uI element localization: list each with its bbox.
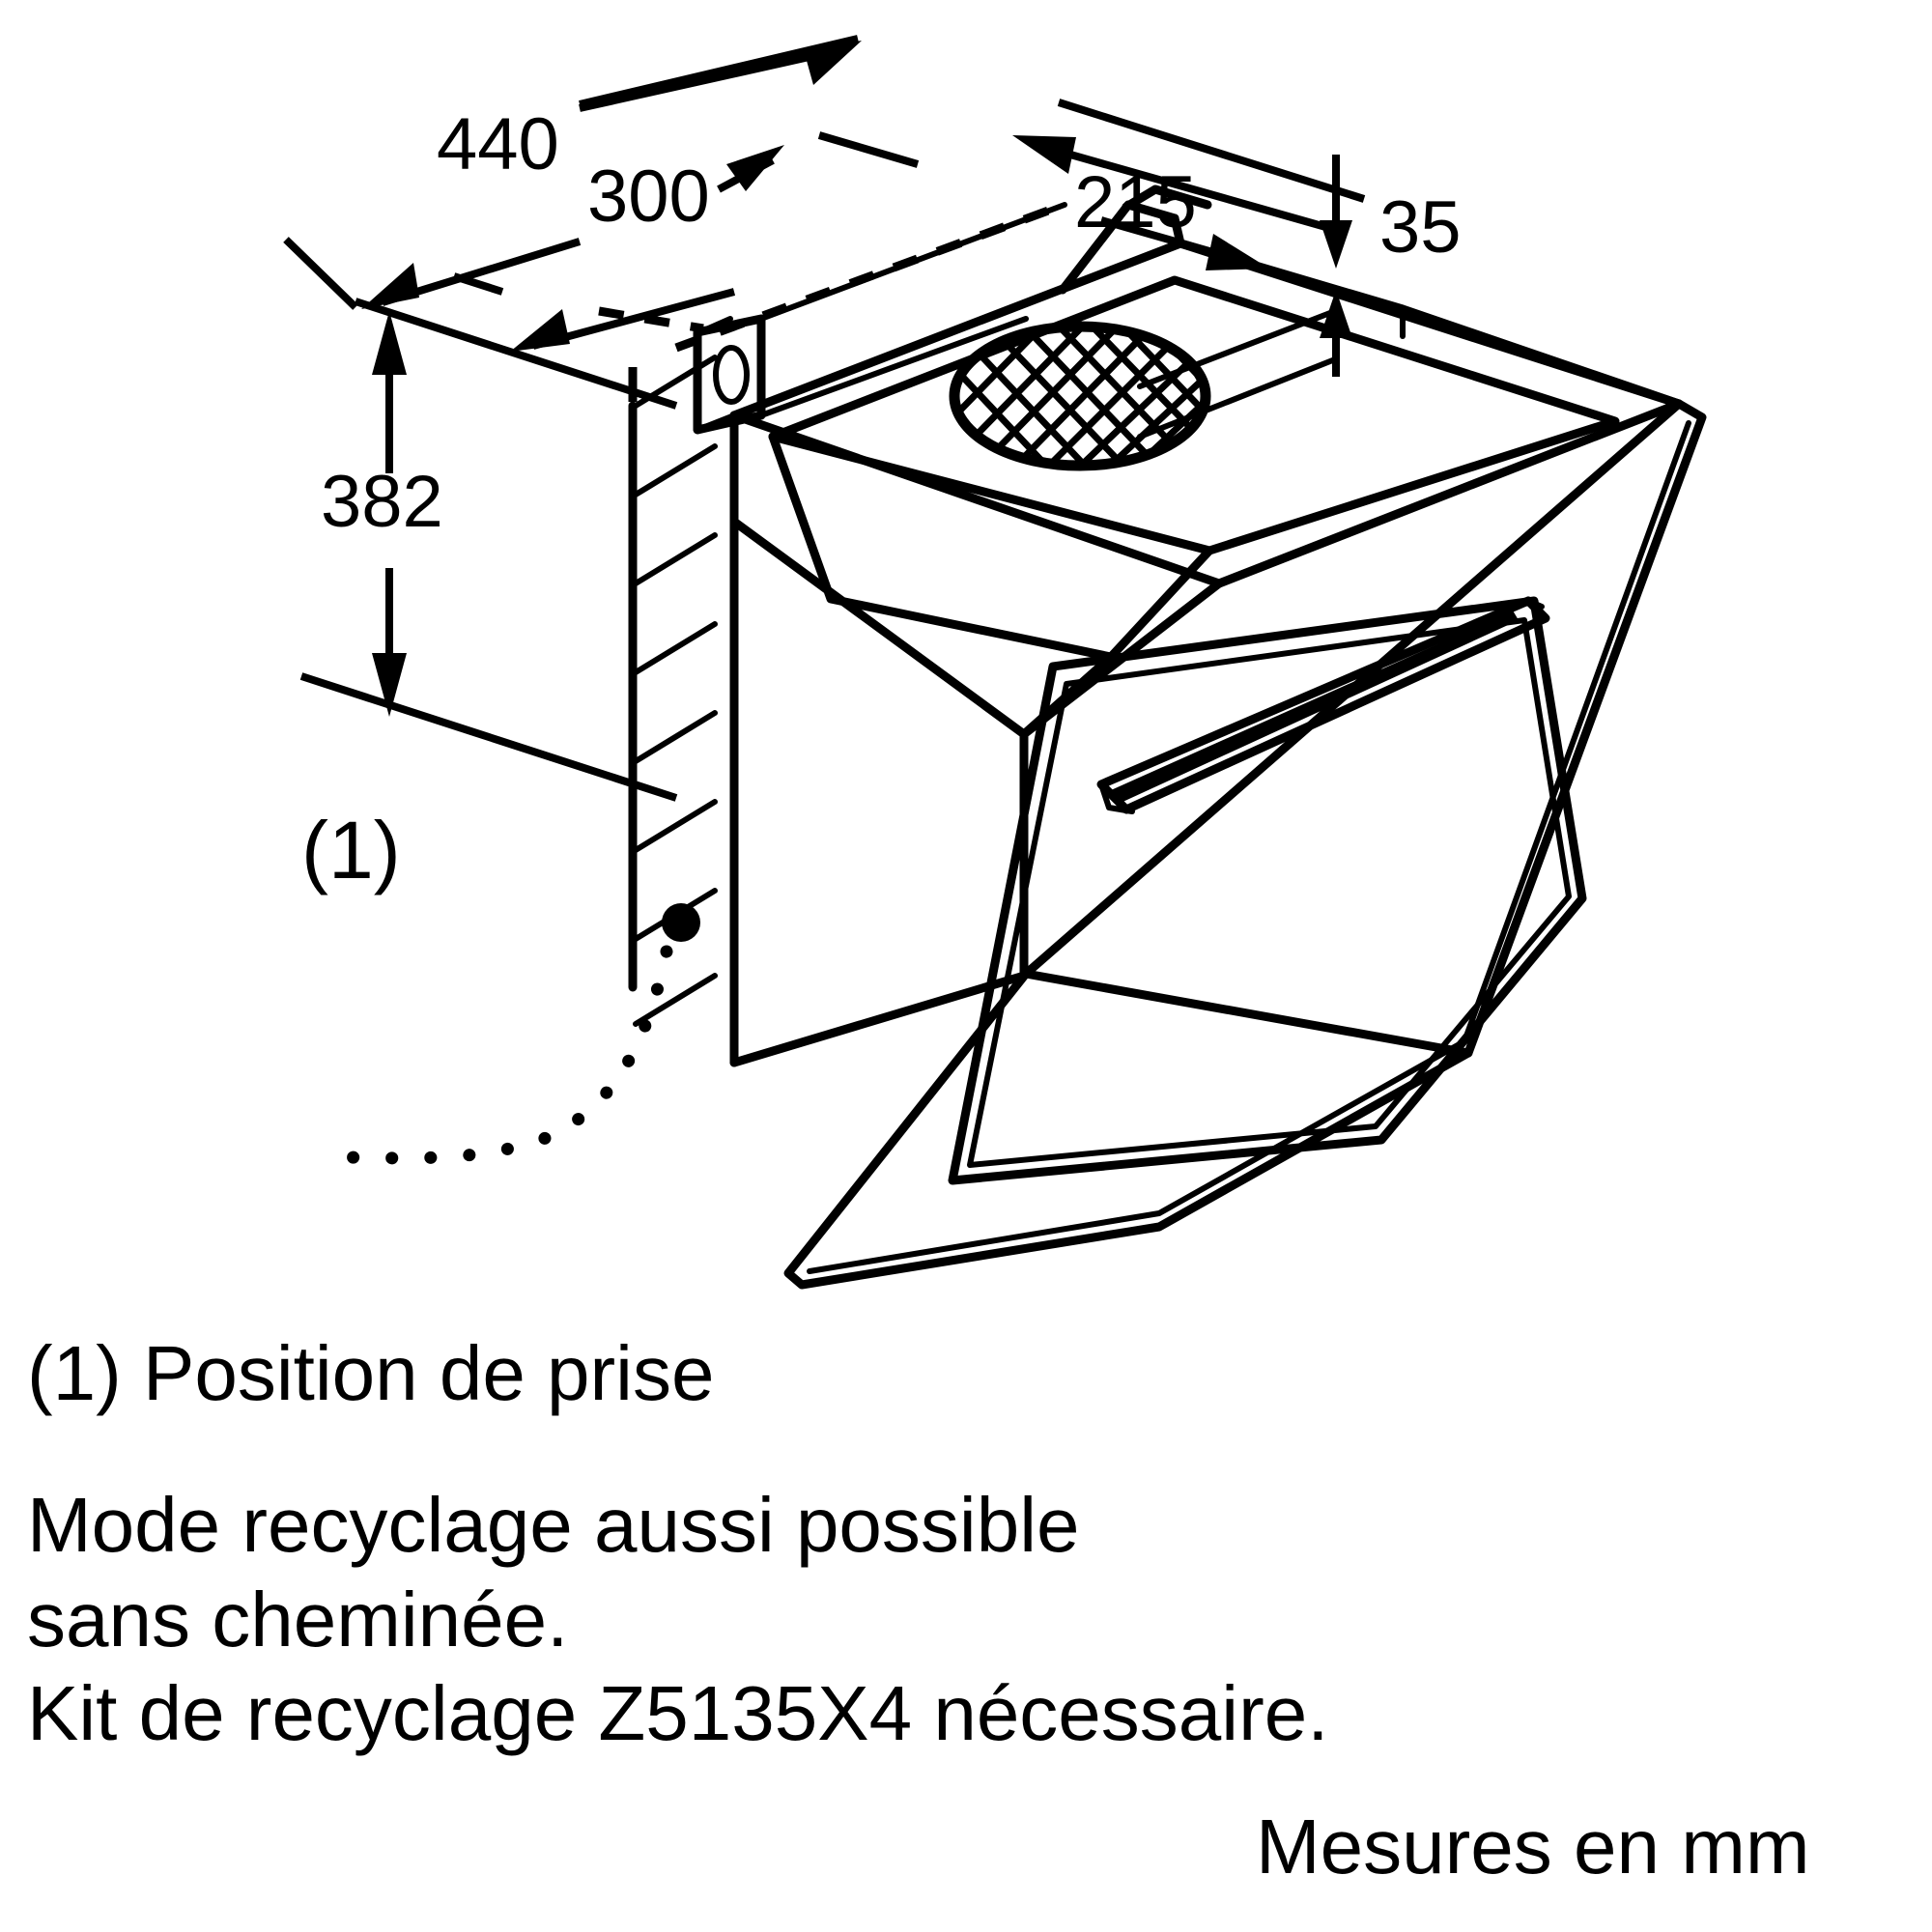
hood-funnel	[768, 432, 1214, 739]
dimension-440	[283, 35, 862, 310]
dimension-35	[1320, 155, 1352, 377]
recirculation-note-line3: Kit de recyclage Z5135X4 nécessaire.	[27, 1670, 1329, 1757]
dimension-label-300: 300	[587, 156, 710, 238]
callout-note-socket-position: (1) Position de prise	[27, 1330, 715, 1416]
wall-section	[628, 355, 718, 1027]
recirculation-note-line2: sans cheminée.	[27, 1576, 569, 1662]
chimney-stub	[1122, 185, 1684, 409]
callout-marker-1: (1)	[301, 805, 401, 895]
units-note: Mesures en mm	[1256, 1804, 1810, 1889]
recirculation-note: Mode recyclage aussi possible sans chemi…	[27, 1478, 1328, 1761]
hood-body-box	[729, 411, 1224, 1067]
socket-marker	[341, 903, 700, 1165]
dimension-label-35: 35	[1379, 186, 1462, 269]
recirculation-note-line1: Mode recyclage aussi possible	[27, 1482, 1080, 1568]
dimension-300	[452, 131, 920, 352]
corner-details	[695, 202, 1067, 433]
dimension-382	[299, 298, 678, 802]
top-plate-thin-edge	[1137, 308, 1338, 440]
dimension-label-440: 440	[437, 103, 559, 185]
dimension-label-215: 215	[1074, 161, 1197, 243]
dimension-215	[1012, 99, 1366, 270]
handle-slot	[1096, 596, 1550, 814]
glass-panel-inner-frame	[948, 596, 1587, 1185]
dimension-label-382: 382	[321, 461, 443, 543]
